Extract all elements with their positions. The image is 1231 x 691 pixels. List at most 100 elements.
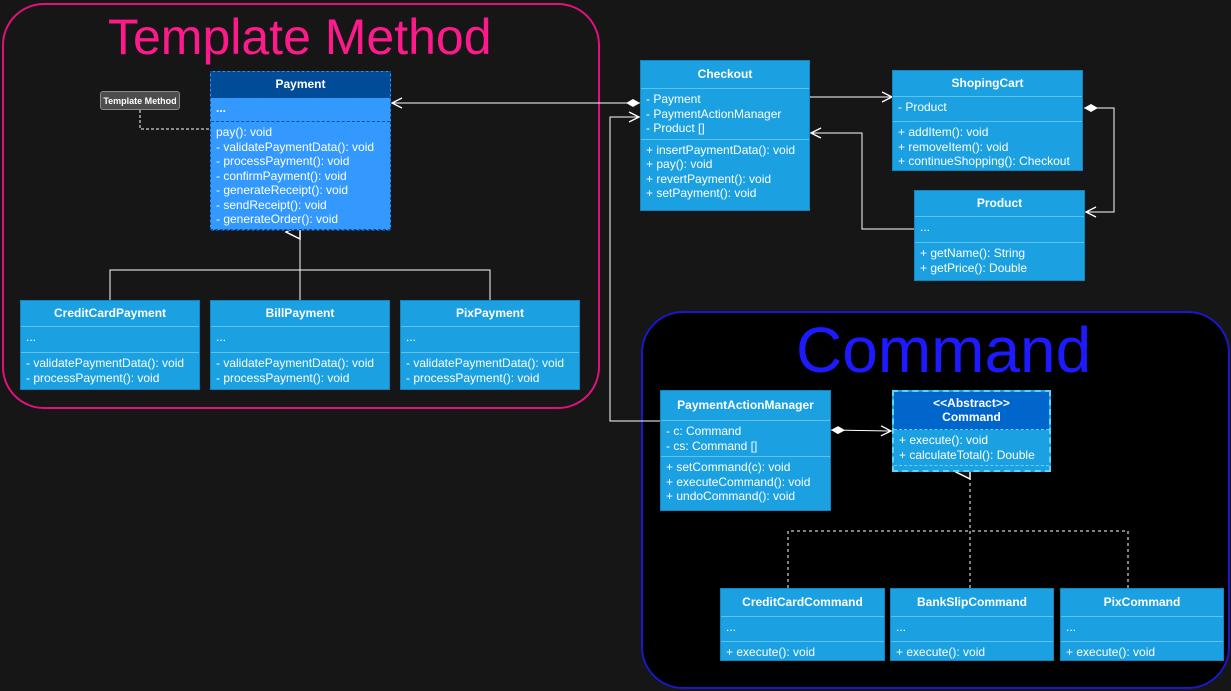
checkout-attributes: - Payment - PaymentActionManager - Produ… <box>641 89 809 140</box>
pix-payment-methods: - validatePaymentData(): void - processP… <box>401 353 579 388</box>
shoping-cart-class[interactable]: ShopingCart - Product + addItem(): void … <box>892 70 1083 171</box>
shoping-cart-method-remove: + removeItem(): void <box>898 139 1009 154</box>
payment-method-order: - generateOrder(): void <box>216 212 339 226</box>
pix-payment-attr: ... <box>406 330 417 344</box>
credit-card-payment-class-name: CreditCardPayment <box>21 301 199 327</box>
bank-slip-command-methods: + execute(): void <box>891 642 1053 663</box>
checkout-method-revert: + revertPayment(): void <box>646 171 772 186</box>
bill-payment-attributes: ... <box>211 327 389 353</box>
payment-method-send: - sendReceipt(): void <box>216 197 327 212</box>
note-link <box>139 110 219 130</box>
credit-card-payment-attributes: ... <box>21 327 199 353</box>
pix-command-method-execute: + execute(): void <box>1066 645 1156 659</box>
product-attributes: ... <box>915 217 1084 243</box>
command-methods: + execute(): void + calculateTotal(): Do… <box>894 430 1049 466</box>
bill-payment-method-process: - processPayment(): void <box>216 370 350 385</box>
pix-command-methods: + execute(): void <box>1061 642 1223 663</box>
shoping-cart-attributes: - Product <box>893 97 1082 122</box>
checkout-attr-payment: - Payment <box>646 92 701 106</box>
bank-slip-command-class[interactable]: BankSlipCommand ... + execute(): void <box>890 588 1054 661</box>
product-method-price: + getPrice(): Double <box>920 260 1028 275</box>
realize-pix-command <box>970 530 1129 588</box>
payment-action-manager-method-execute: + executeCommand(): void <box>666 474 811 489</box>
bill-payment-class[interactable]: BillPayment ... - validatePaymentData():… <box>210 300 390 390</box>
pix-payment-class-name: PixPayment <box>401 301 579 327</box>
product-method-name: + getName(): String <box>920 246 1026 260</box>
command-method-total: + calculateTotal(): Double <box>899 447 1035 462</box>
product-checkout-link <box>811 133 914 230</box>
inherit-pix-payment <box>300 269 491 300</box>
payment-action-manager-attr-c: - c: Command <box>666 424 742 438</box>
bill-payment-attr: ... <box>216 330 227 344</box>
cart-product-link <box>1084 108 1115 212</box>
command-method-execute: + execute(): void <box>899 433 989 447</box>
payment-attributes: ... <box>211 98 390 122</box>
shoping-cart-methods: + addItem(): void + removeItem(): void +… <box>893 122 1082 172</box>
payment-action-manager-method-undo: + undoCommand(): void <box>666 489 796 503</box>
checkout-attr-manager: - PaymentActionManager <box>646 106 782 121</box>
pix-command-class[interactable]: PixCommand ... + execute(): void <box>1060 588 1224 661</box>
template-method-note: Template Method <box>100 91 180 110</box>
credit-card-command-attributes: ... <box>721 617 884 642</box>
checkout-class[interactable]: Checkout - Payment - PaymentActionManage… <box>640 60 810 211</box>
checkout-method-pay: + pay(): void <box>646 157 713 171</box>
shoping-cart-method-continue: + continueShopping(): Checkout <box>898 154 1070 168</box>
command-class-name: Command <box>942 409 1001 424</box>
credit-card-payment-methods: - validatePaymentData(): void - processP… <box>21 353 199 388</box>
payment-action-manager-attr-cs: - cs: Command [] <box>666 438 758 453</box>
product-methods: + getName(): String + getPrice(): Double <box>915 243 1084 278</box>
payment-method-pay: pay(): void <box>216 125 273 139</box>
checkout-methods: + insertPaymentData(): void + pay(): voi… <box>641 140 809 204</box>
pix-payment-attributes: ... <box>401 327 579 353</box>
payment-action-manager-method-set: + setCommand(c): void <box>666 460 791 474</box>
command-class[interactable]: <<Abstract>> Command + execute(): void +… <box>892 390 1051 472</box>
template-method-title: Template Method <box>108 9 492 65</box>
inherit-credit-card-payment <box>109 269 300 300</box>
shoping-cart-attr-product: - Product <box>898 100 947 114</box>
payment-class[interactable]: Payment ... pay(): void - validatePaymen… <box>210 71 391 231</box>
credit-card-payment-class[interactable]: CreditCardPayment ... - validatePaymentD… <box>20 300 200 390</box>
bill-payment-method-validate: - validatePaymentData(): void <box>216 356 375 370</box>
credit-card-payment-attr: ... <box>26 330 37 344</box>
payment-method-receipt: - generateReceipt(): void <box>216 183 349 197</box>
credit-card-payment-method-process: - processPayment(): void <box>26 370 160 385</box>
pix-payment-class[interactable]: PixPayment ... - validatePaymentData(): … <box>400 300 580 390</box>
credit-card-command-class[interactable]: CreditCardCommand ... + execute(): void <box>720 588 885 661</box>
command-title: Command <box>796 314 1092 386</box>
realize-credit-card-command <box>787 530 970 588</box>
pix-command-attr: ... <box>1066 620 1077 634</box>
credit-card-command-methods: + execute(): void <box>721 642 884 663</box>
shoping-cart-method-add: + addItem(): void <box>898 125 989 139</box>
payment-attr: ... <box>216 101 227 115</box>
manager-command-link <box>830 430 891 431</box>
credit-card-command-class-name: CreditCardCommand <box>721 589 884 617</box>
pix-command-class-name: PixCommand <box>1061 589 1223 617</box>
credit-card-payment-method-validate: - validatePaymentData(): void <box>26 356 185 370</box>
credit-card-command-attr: ... <box>726 620 737 634</box>
bank-slip-command-attr: ... <box>896 620 907 634</box>
payment-method-process: - processPayment(): void <box>216 154 350 168</box>
command-class-header: <<Abstract>> Command <box>894 392 1049 430</box>
pix-command-attributes: ... <box>1061 617 1223 642</box>
payment-action-manager-methods: + setCommand(c): void + executeCommand()… <box>661 457 830 507</box>
pix-payment-method-process: - processPayment(): void <box>406 370 540 385</box>
payment-method-validate: - validatePaymentData(): void <box>216 139 375 154</box>
product-attr: ... <box>920 220 931 234</box>
shoping-cart-class-name: ShopingCart <box>893 71 1082 97</box>
bill-payment-methods: - validatePaymentData(): void - processP… <box>211 353 389 388</box>
payment-class-name: Payment <box>211 72 390 98</box>
checkout-class-name: Checkout <box>641 61 809 89</box>
payment-action-manager-attributes: - c: Command - cs: Command [] <box>661 421 830 457</box>
bank-slip-command-class-name: BankSlipCommand <box>891 589 1053 617</box>
credit-card-command-method-execute: + execute(): void <box>726 645 816 659</box>
product-class-name: Product <box>915 191 1084 217</box>
pix-payment-method-validate: - validatePaymentData(): void <box>406 356 565 370</box>
bank-slip-command-method-execute: + execute(): void <box>896 645 986 659</box>
checkout-method-set: + setPayment(): void <box>646 186 757 200</box>
payment-action-manager-class[interactable]: PaymentActionManager - c: Command - cs: … <box>660 390 831 511</box>
payment-methods: pay(): void - validatePaymentData(): voi… <box>211 122 390 231</box>
command-stereotype: <<Abstract>> <box>933 395 1010 410</box>
product-class[interactable]: Product ... + getName(): String + getPri… <box>914 190 1085 281</box>
bank-slip-command-attributes: ... <box>891 617 1053 642</box>
bill-payment-class-name: BillPayment <box>211 301 389 327</box>
